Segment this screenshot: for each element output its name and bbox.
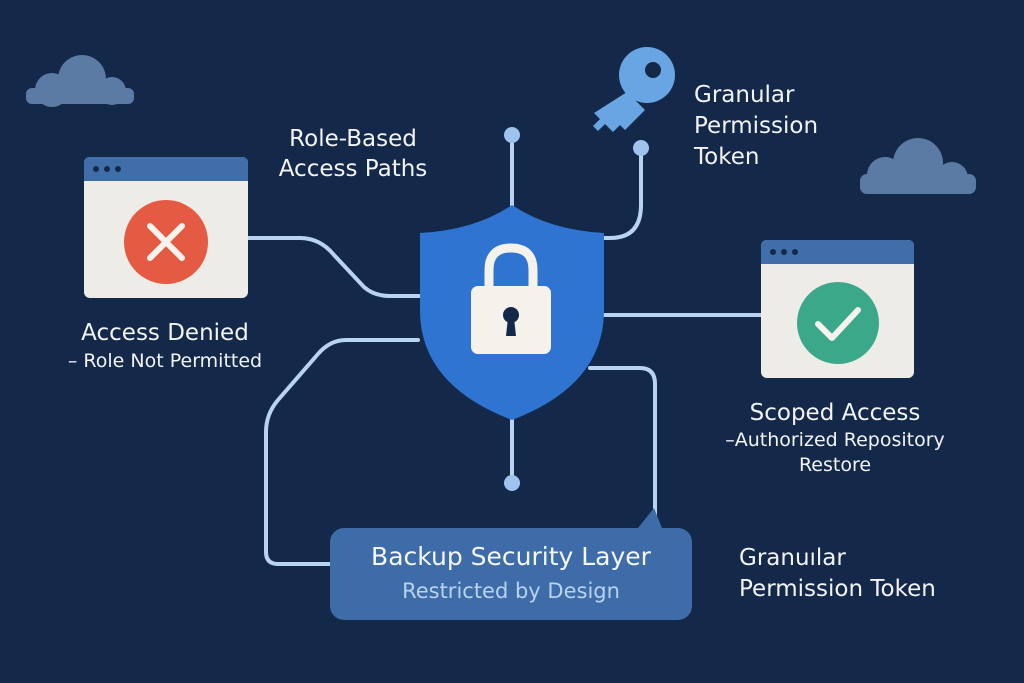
node-dot-key <box>633 140 649 156</box>
node-dot-bottom <box>504 475 520 491</box>
connector-key-to-shield <box>594 148 643 240</box>
node-dot-top <box>504 127 520 143</box>
key-hole <box>645 62 661 78</box>
granular-bottom-line-2: Permission Token <box>739 576 936 602</box>
granular-top-line-1: Granular <box>694 82 795 108</box>
backup-layer-box <box>330 508 692 620</box>
role-based-label-line-1: Role-Based <box>289 126 417 152</box>
granular-token-bottom-label: Granuılar Permission Token <box>739 543 936 605</box>
backup-security-layer: Backup Security Layer Restricted by Desi… <box>330 528 692 620</box>
connector-right-loop <box>588 366 657 522</box>
granular-top-line-3: Token <box>694 144 760 170</box>
role-based-access-label: Role-Based Access Paths <box>258 124 448 184</box>
backup-layer-title: Backup Security Layer <box>371 542 651 571</box>
connector-denied-to-shield <box>246 236 427 298</box>
padlock-icon <box>471 243 551 354</box>
granular-bottom-line-1: Granuılar <box>739 545 846 571</box>
granular-top-line-2: Permission <box>694 113 819 139</box>
check-mark-icon <box>797 282 879 364</box>
granular-token-top-label: Granular Permission Token <box>694 80 818 173</box>
scoped-access-subtitle-line-2: Restore <box>798 454 872 476</box>
access-denied-label: Access Denied – Role Not Permitted <box>40 318 290 374</box>
cloud-icon <box>26 55 134 107</box>
access-denied-title: Access Denied <box>81 320 249 346</box>
x-mark-icon <box>124 200 208 284</box>
role-based-label-line-2: Access Paths <box>278 156 428 182</box>
scoped-access-subtitle-line-1: –Authorized Repository <box>725 429 945 451</box>
backup-layer-subtitle: Restricted by Design <box>402 579 620 603</box>
scoped-access-label: Scoped Access –Authorized Repository Res… <box>710 398 960 478</box>
connector-left-loop <box>264 338 420 566</box>
cloud-icon <box>860 138 976 194</box>
access-denied-subtitle: – Role Not Permitted <box>67 350 263 372</box>
scoped-access-title: Scoped Access <box>749 400 921 426</box>
connector-lines <box>246 136 764 566</box>
